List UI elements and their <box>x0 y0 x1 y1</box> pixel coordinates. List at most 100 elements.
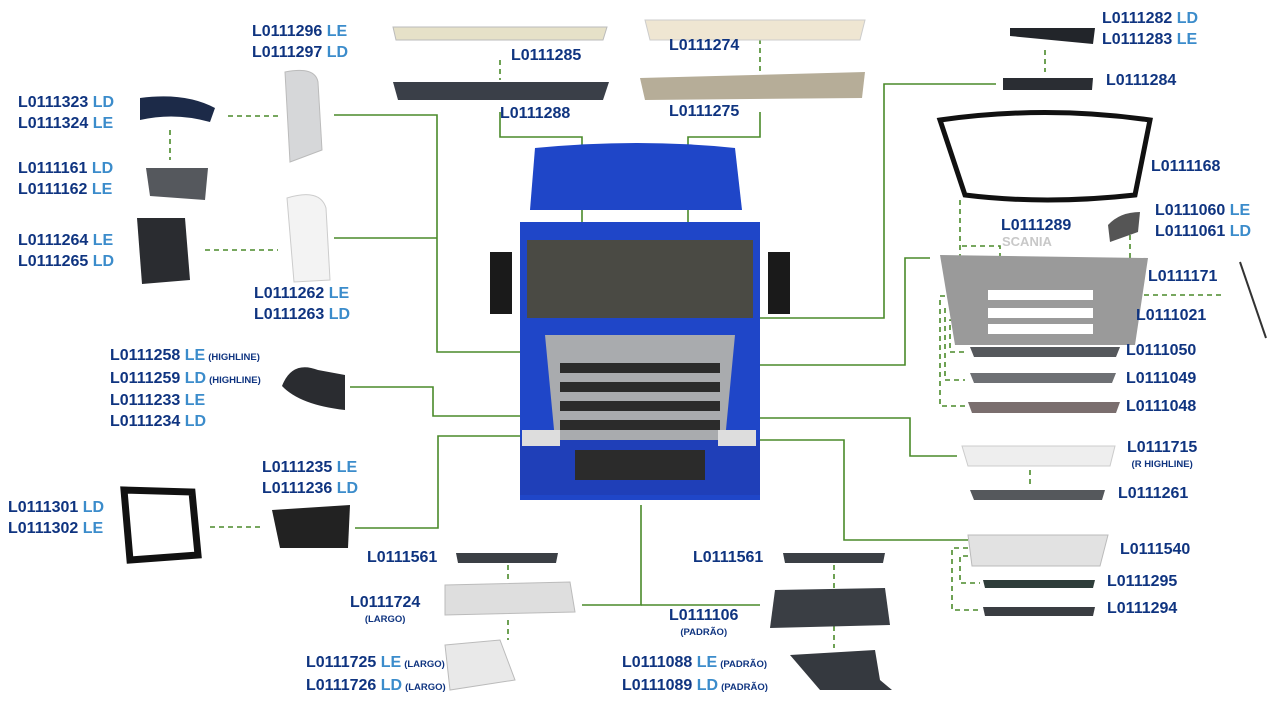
part-code-line: L0111168 <box>1151 157 1220 178</box>
side-indicator: LD <box>184 412 207 430</box>
corner-deflector-lower-part <box>286 194 331 283</box>
part-code-line: L0111301 LD <box>8 498 104 519</box>
roof-deflector <box>530 143 742 210</box>
variant-note: (PADRÃO) <box>680 626 728 638</box>
part-number: L0111715 <box>1127 439 1198 456</box>
bumper-corner-standard-part <box>790 650 892 690</box>
bumper-standard-part <box>770 588 890 628</box>
part-code-line: L0111282 LD <box>1102 9 1198 30</box>
part-label-q: L0111106(PADRÃO) <box>669 606 738 638</box>
side-indicator: LE <box>1176 30 1198 48</box>
part-number: L0111021 <box>1136 307 1207 324</box>
headlight-left <box>522 430 560 446</box>
part-label-o: L0111275 <box>669 102 739 123</box>
variant-note: (LARGO) <box>404 659 445 670</box>
part-number: L0111261 <box>1118 485 1189 502</box>
part-code-line: L0111725 LE(LARGO) <box>306 653 446 676</box>
part-number: L0111540 <box>1120 541 1191 558</box>
part-label-ac: L0111715(R HIGHLINE) <box>1127 438 1197 470</box>
part-code-line: L0111235 LE <box>262 458 358 479</box>
side-indicator: LE <box>380 654 402 671</box>
part-number: L0111262 <box>254 285 325 302</box>
side-indicator: LE <box>82 519 104 537</box>
part-number: L0111049 <box>1126 370 1197 387</box>
part-number: L0111283 <box>1102 30 1173 48</box>
part-code-line: L0111726 LD(LARGO) <box>306 676 446 699</box>
part-code-line: L0111283 LE <box>1102 30 1198 51</box>
part-code-line: L0111263 LD <box>254 305 350 326</box>
side-indicator: LD <box>82 499 105 516</box>
part-label-ab: L0111048 <box>1126 397 1196 418</box>
bumper-corner-large-part <box>444 639 516 691</box>
headlight-bracket-part <box>272 505 350 548</box>
part-code-line: L0111171 <box>1148 267 1217 288</box>
part-code-line: L0111561 <box>367 548 437 569</box>
part-label-z: L0111050 <box>1126 341 1196 362</box>
part-number: L0111296 <box>252 23 323 40</box>
mirror-right <box>768 252 790 314</box>
lower-grille-part <box>967 534 1109 567</box>
part-number: L0111724 <box>350 594 421 611</box>
part-number: L0111726 <box>306 676 377 694</box>
part-code-line: L0111285 <box>511 46 581 67</box>
grille-slat-1-part <box>970 347 1120 357</box>
side-indicator: LD <box>696 676 719 694</box>
part-number: L0111168 <box>1151 158 1221 175</box>
part-number: L0111089 <box>622 676 693 694</box>
side-indicator: LE <box>184 347 206 364</box>
part-code-line: L0111061 LD <box>1155 222 1251 243</box>
part-code-line: L0111289 <box>1001 216 1071 237</box>
part-number: L0111274 <box>669 37 740 54</box>
part-label-r: L0111088 LE(PADRÃO)L0111089 LD(PADRÃO) <box>622 653 768 698</box>
part-number: L0111061 <box>1155 222 1226 240</box>
windshield <box>527 240 753 318</box>
part-code-line: L0111106 <box>669 606 738 627</box>
headlight-right <box>718 430 756 446</box>
part-code-line: L0111302 LE <box>8 519 104 540</box>
lower-strip-1-part <box>983 580 1095 588</box>
part-code-line: L0111323 LD <box>18 93 114 114</box>
part-code-line: L0111288 <box>500 104 570 125</box>
mirror-bracket-part <box>1003 78 1093 90</box>
lower-corner-trim-part <box>146 168 208 200</box>
part-label-p: L0111561 <box>693 548 763 569</box>
part-code-line: L0111297 LD <box>252 43 348 64</box>
part-number: L0111258 <box>110 347 181 364</box>
part-number: L0111060 <box>1155 202 1226 219</box>
side-indicator: LD <box>326 43 349 61</box>
part-number: L0111297 <box>252 43 323 61</box>
part-code-line: L0111724 <box>350 593 420 614</box>
part-number: L0111288 <box>500 105 571 122</box>
part-code-line: L0111089 LD(PADRÃO) <box>622 676 768 699</box>
part-number: L0111265 <box>18 252 89 270</box>
bumper-top-strip-right-part <box>783 553 885 563</box>
corner-deflector-upper-part <box>284 69 323 163</box>
part-number: L0111233 <box>110 392 181 409</box>
part-code-line: L0111021 <box>1136 306 1206 327</box>
part-number: L0111289 <box>1001 217 1072 234</box>
grille-slat-3-part <box>968 402 1120 413</box>
part-number: L0111285 <box>511 47 582 64</box>
part-label-u: L0111168 <box>1151 157 1220 178</box>
part-label-m: L0111288 <box>500 104 570 125</box>
part-code-line: L0111540 <box>1120 540 1190 561</box>
part-code-line: L0111258 LE(HIGHLINE) <box>110 346 261 369</box>
part-number: L0111282 <box>1102 10 1173 27</box>
part-number: L0111294 <box>1107 600 1178 617</box>
part-number: L0111301 <box>8 499 79 516</box>
part-number: L0111284 <box>1106 72 1177 89</box>
part-code-line: L0111294 <box>1107 599 1177 620</box>
mirror-cover-part <box>1010 28 1095 44</box>
side-indicator: LD <box>380 676 403 694</box>
part-number: L0111259 <box>110 369 181 387</box>
part-label-j: L0111724(LARGO) <box>350 593 420 625</box>
side-indicator: LE <box>92 232 114 249</box>
part-number: L0111561 <box>693 549 764 566</box>
part-number: L0111295 <box>1107 573 1178 590</box>
variant-note: (LARGO) <box>405 681 446 693</box>
side-indicator: LE <box>91 180 113 198</box>
